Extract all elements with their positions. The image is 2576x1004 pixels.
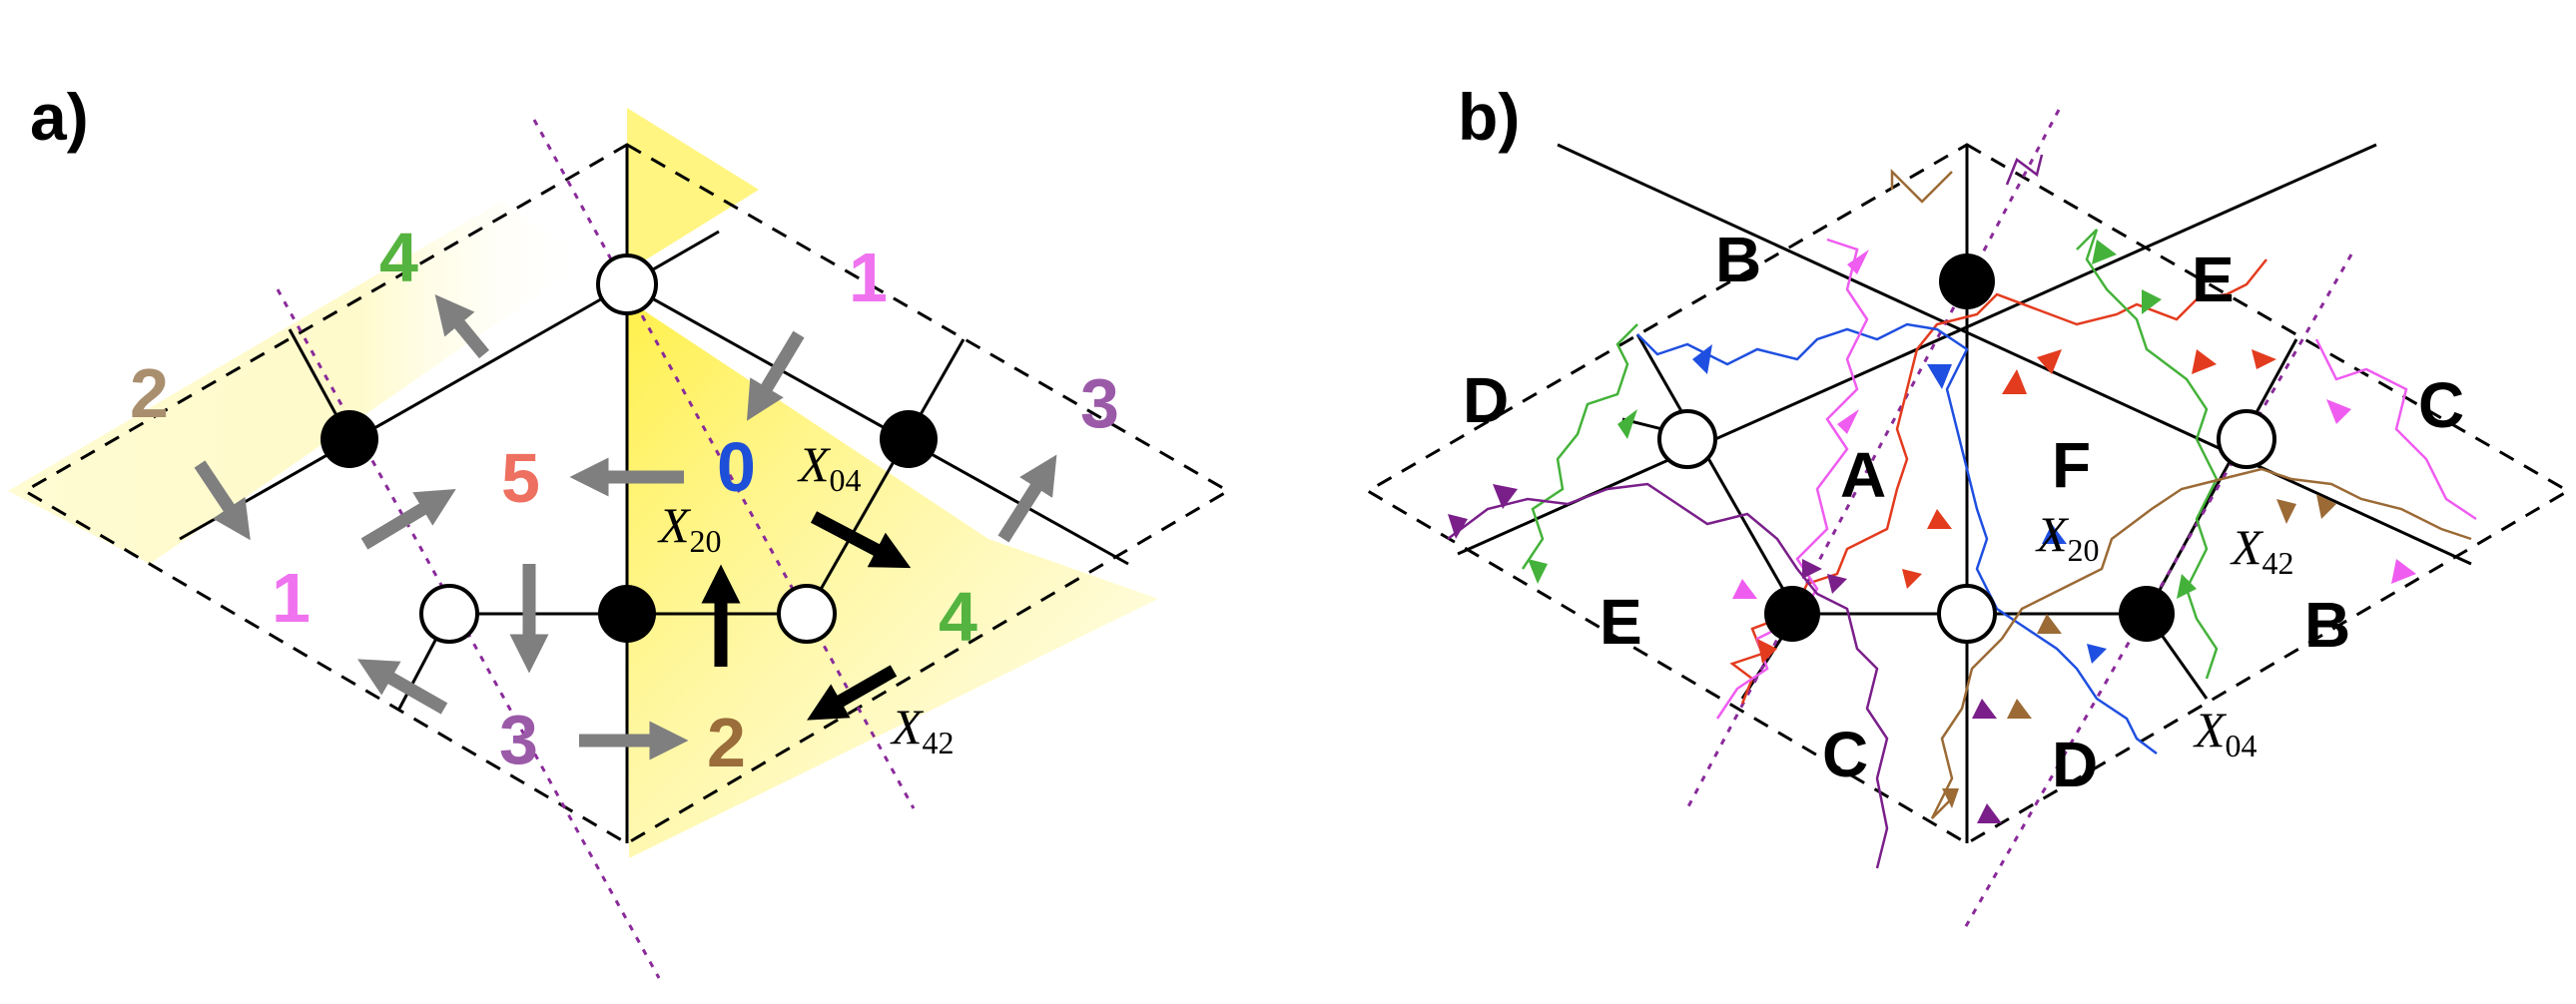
arrowhead [2316, 494, 2336, 519]
arrowhead [1927, 509, 1952, 529]
yellow-strip-top [627, 108, 759, 271]
path-brown [1930, 467, 2472, 819]
arrowhead [2142, 289, 2162, 314]
node-black-top-b [1939, 253, 1995, 309]
num-1-bottom: 1 [272, 559, 311, 637]
label-x04-a: X04 [797, 436, 862, 498]
arrowhead [1757, 639, 1777, 664]
region-e-bottom: E [1600, 586, 1642, 658]
region-e-top: E [2192, 244, 2235, 315]
arrowhead [2042, 524, 2067, 544]
path-brown-top [1890, 168, 1953, 204]
arrowhead [2326, 399, 2351, 424]
label-x04-b: X04 [2193, 702, 2257, 763]
arrowhead [2391, 559, 2416, 584]
arrowhead [2007, 699, 2032, 719]
region-d-left: D [1463, 364, 1509, 436]
arrowhead [1493, 484, 1518, 509]
region-b-bottom: B [2304, 589, 2350, 661]
path-green [1521, 229, 2219, 680]
node-white-center-b [1937, 584, 1997, 644]
purple-dashed-b [1685, 109, 2353, 934]
rhombus-b [1365, 143, 2571, 845]
arrowhead [1972, 699, 1997, 719]
path-red [1729, 258, 2267, 705]
path-purple-top [2005, 154, 2044, 186]
num-4-bottom: 4 [939, 578, 977, 656]
arrowhead [2037, 614, 2062, 634]
region-d-bottom: D [2052, 729, 2098, 800]
arrowhead [1732, 579, 1757, 599]
panel-b-label: b) [1458, 80, 1520, 154]
num-3-right: 3 [1080, 364, 1119, 442]
label-x42-b: X42 [2230, 519, 2294, 581]
arrowhead [2037, 349, 2062, 374]
num-5: 5 [501, 439, 540, 517]
arrowhead [2192, 349, 2217, 374]
arrowhead [1802, 559, 1822, 579]
arrowhead [1977, 803, 2002, 823]
num-2-left: 2 [130, 354, 169, 432]
node-white-left-b [1657, 409, 1717, 469]
path-arrowheads [1448, 240, 2416, 823]
region-f: F [2052, 429, 2091, 501]
arrowhead [1617, 409, 1637, 439]
yellow-triangle [627, 299, 1158, 858]
arrowhead [1827, 574, 1847, 594]
arrowhead [2177, 574, 2197, 599]
arrowhead [1837, 409, 1859, 434]
arrowhead [1448, 514, 1468, 539]
arrowhead [1528, 559, 1548, 584]
rhombus-a [22, 143, 1231, 845]
node-white-br [777, 584, 837, 644]
arrowhead [1692, 344, 1712, 374]
label-x20-b: X20 [2035, 506, 2100, 568]
gray-arrows [194, 293, 1057, 760]
num-0: 0 [717, 428, 756, 506]
arrowhead [2087, 644, 2107, 664]
yellow-strip-left [8, 202, 589, 564]
path-purple [1447, 482, 1889, 869]
path-blue [1636, 322, 2158, 754]
node-black-left [321, 410, 378, 468]
arrowhead [1927, 364, 1952, 389]
black-arrows [701, 511, 912, 721]
panel-a-label: a) [30, 80, 89, 154]
num-1-top: 1 [849, 239, 888, 316]
node-white-right-b [2217, 409, 2276, 469]
node-black-right [880, 410, 938, 468]
label-x20-a: X20 [657, 497, 722, 559]
num-2-bottom: 2 [707, 704, 746, 781]
arrowhead [1847, 250, 1869, 274]
arrowhead [1902, 569, 1922, 589]
node-black-right-bottom-b [2119, 586, 2175, 642]
lattice-lines-b [1457, 143, 2472, 843]
num-4-top: 4 [379, 219, 418, 296]
panel-a: a) 4 1 2 3 5 0 1 4 3 2 X04 X20 X42 [8, 80, 1231, 979]
node-white-top [596, 253, 658, 315]
region-c-bottom: C [1822, 719, 1868, 790]
region-c-right: C [2418, 369, 2464, 441]
arrowhead [2002, 369, 2027, 394]
node-black-left-bottom-b [1764, 586, 1820, 642]
node-white-bl [419, 584, 479, 644]
panel-b: b) [1365, 80, 2571, 934]
label-x42-a: X42 [890, 699, 955, 760]
arrowhead [2092, 240, 2117, 264]
region-a: A [1840, 439, 1886, 511]
node-black-center [598, 585, 656, 643]
region-b-top: B [1715, 224, 1761, 295]
arrowhead [2252, 349, 2276, 369]
arrowhead [2276, 499, 2296, 524]
num-3-bottom: 3 [499, 701, 538, 778]
arrowhead [1942, 788, 1959, 808]
